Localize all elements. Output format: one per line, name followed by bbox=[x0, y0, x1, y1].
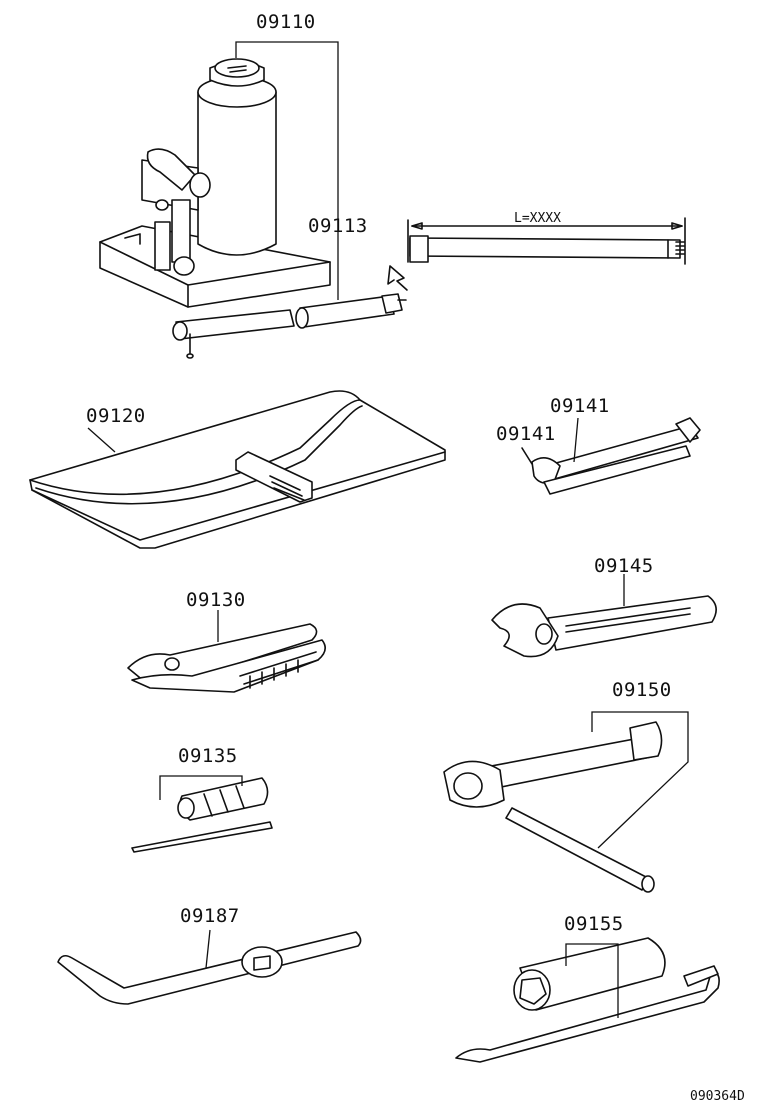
open-end-wrenches-illustration bbox=[521, 417, 701, 495]
pliers-illustration bbox=[127, 610, 326, 693]
jack-handle-rod-illustration bbox=[57, 929, 362, 1005]
part-number-09155: 09155 bbox=[564, 913, 624, 935]
jack-handle-illustration bbox=[172, 293, 407, 359]
bottle-jack-illustration bbox=[99, 58, 331, 308]
part-number-09110: 09110 bbox=[256, 11, 316, 33]
part-number-09145: 09145 bbox=[594, 555, 654, 577]
part-number-09135: 09135 bbox=[178, 745, 238, 767]
adjustable-wrench-illustration bbox=[491, 574, 717, 658]
part-number-09141-lower: 09141 bbox=[496, 423, 556, 445]
part-number-09113: 09113 bbox=[308, 215, 368, 237]
length-dimension-label: L=XXXX bbox=[514, 211, 561, 226]
part-number-09150: 09150 bbox=[612, 679, 672, 701]
diagram-id: 090364D bbox=[690, 1089, 745, 1104]
wheel-nut-wrench-illustration bbox=[443, 711, 689, 893]
screwdriver-illustration bbox=[131, 775, 273, 853]
part-number-09120: 09120 bbox=[86, 405, 146, 427]
part-number-09130: 09130 bbox=[186, 589, 246, 611]
tool-bag-illustration bbox=[29, 390, 446, 549]
socket-wrench-illustration bbox=[455, 937, 720, 1063]
part-number-09187: 09187 bbox=[180, 905, 240, 927]
extension-bar-illustration: L=XXXX bbox=[387, 211, 686, 291]
part-number-09141-upper: 09141 bbox=[550, 395, 610, 417]
jack-leader-lines bbox=[235, 41, 339, 300]
